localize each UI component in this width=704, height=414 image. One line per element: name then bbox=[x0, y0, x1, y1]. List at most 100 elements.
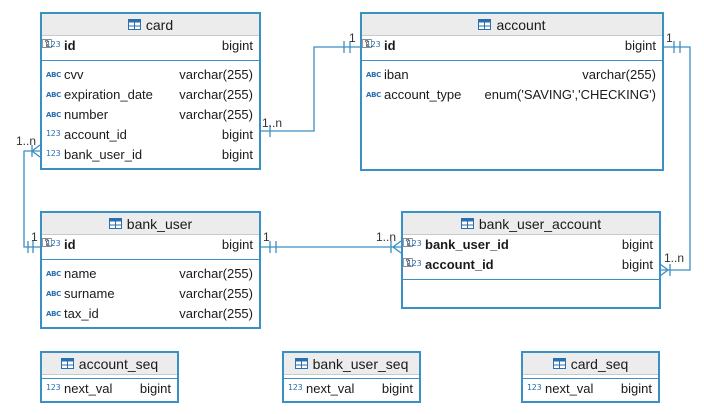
table-header: bank_user_account bbox=[403, 213, 659, 235]
column-row[interactable]: 123⚿ bank_user_id bigint bbox=[403, 235, 659, 255]
account-link-one-label: 1 bbox=[666, 31, 673, 45]
column-name: iban bbox=[384, 67, 409, 82]
table-title: bank_user bbox=[126, 215, 193, 232]
table-title: account_seq bbox=[78, 355, 159, 372]
table-title: card_seq bbox=[570, 355, 629, 372]
column-name: account_type bbox=[384, 87, 462, 102]
column-type: varchar(255) bbox=[179, 306, 253, 321]
text-column-icon: ABC bbox=[46, 310, 61, 318]
text-column-icon: ABC bbox=[46, 290, 61, 298]
numeric-column-icon: 123 bbox=[46, 40, 61, 49]
column-type: bigint bbox=[620, 381, 652, 396]
column-name: cvv bbox=[64, 67, 84, 82]
column-type: bigint bbox=[221, 38, 253, 53]
numeric-column-icon: 123 bbox=[407, 259, 422, 268]
table-icon bbox=[108, 218, 122, 229]
key-divider bbox=[403, 279, 659, 280]
column-type: varchar(255) bbox=[179, 87, 253, 102]
card-user-one-label: 1 bbox=[31, 230, 38, 244]
column-type: bigint bbox=[221, 237, 253, 252]
primary-key-icon: ⚿ bbox=[42, 235, 52, 250]
numeric-column-icon: 123 bbox=[366, 40, 381, 49]
column-name: next_val bbox=[545, 381, 594, 396]
primary-key-icon: ⚿ bbox=[403, 235, 413, 250]
numeric-column-icon: 123 bbox=[46, 129, 61, 138]
column-name: next_val bbox=[64, 381, 113, 396]
crowfoot-link-account bbox=[659, 263, 670, 277]
table-title: bank_user_account bbox=[478, 215, 602, 232]
table-header: card bbox=[42, 14, 259, 36]
table-header: bank_user bbox=[42, 213, 259, 235]
table-icon bbox=[60, 358, 74, 369]
user-link-one-label: 1 bbox=[263, 230, 270, 244]
table-title: card bbox=[145, 16, 174, 33]
card-account-many-label: 1..n bbox=[262, 116, 283, 130]
column-type: bigint bbox=[221, 147, 253, 162]
primary-key-icon: ⚿ bbox=[362, 36, 372, 51]
table-title: account bbox=[496, 16, 546, 33]
table-header: account bbox=[362, 14, 662, 36]
numeric-column-icon: 123 bbox=[46, 149, 61, 158]
text-column-icon: ABC bbox=[366, 91, 381, 99]
column-type: bigint bbox=[621, 237, 653, 252]
column-type: varchar(255) bbox=[179, 286, 253, 301]
primary-key-icon: ⚿ bbox=[403, 255, 413, 270]
column-type: bigint bbox=[139, 381, 171, 396]
column-type: varchar(255) bbox=[582, 67, 656, 82]
primary-key-icon: ⚿ bbox=[42, 36, 52, 51]
numeric-column-icon: 123 bbox=[407, 239, 422, 248]
column-name: id bbox=[64, 237, 76, 252]
table-icon bbox=[478, 19, 492, 30]
column-type: bigint bbox=[624, 38, 656, 53]
column-name: expiration_date bbox=[64, 87, 153, 102]
table-icon bbox=[127, 19, 141, 30]
column-name: number bbox=[64, 107, 109, 122]
column-name: account_id bbox=[64, 127, 127, 142]
card-user-many-label: 1..n bbox=[16, 134, 37, 148]
account-link-many-label: 1..n bbox=[664, 251, 685, 265]
column-name: name bbox=[64, 266, 97, 281]
text-column-icon: ABC bbox=[46, 91, 61, 99]
table-header: account_seq bbox=[42, 353, 177, 375]
column-type: varchar(255) bbox=[179, 107, 253, 122]
rel-account-link bbox=[660, 46, 691, 271]
text-column-icon: ABC bbox=[366, 71, 381, 79]
column-name: bank_user_id bbox=[64, 147, 143, 162]
column-type: bigint bbox=[221, 127, 253, 142]
card-account-one-label: 1 bbox=[349, 31, 356, 45]
column-name: id bbox=[384, 38, 396, 53]
column-name: bank_user_id bbox=[425, 237, 509, 252]
column-type: bigint bbox=[621, 257, 653, 272]
column-type: bigint bbox=[381, 381, 413, 396]
column-name: surname bbox=[64, 286, 115, 301]
numeric-column-icon: 123 bbox=[527, 383, 542, 392]
column-row[interactable]: 123⚿ id bigint bbox=[362, 36, 662, 61]
table-title: bank_user_seq bbox=[312, 355, 409, 372]
crowfoot-link-bankuser bbox=[391, 240, 402, 254]
